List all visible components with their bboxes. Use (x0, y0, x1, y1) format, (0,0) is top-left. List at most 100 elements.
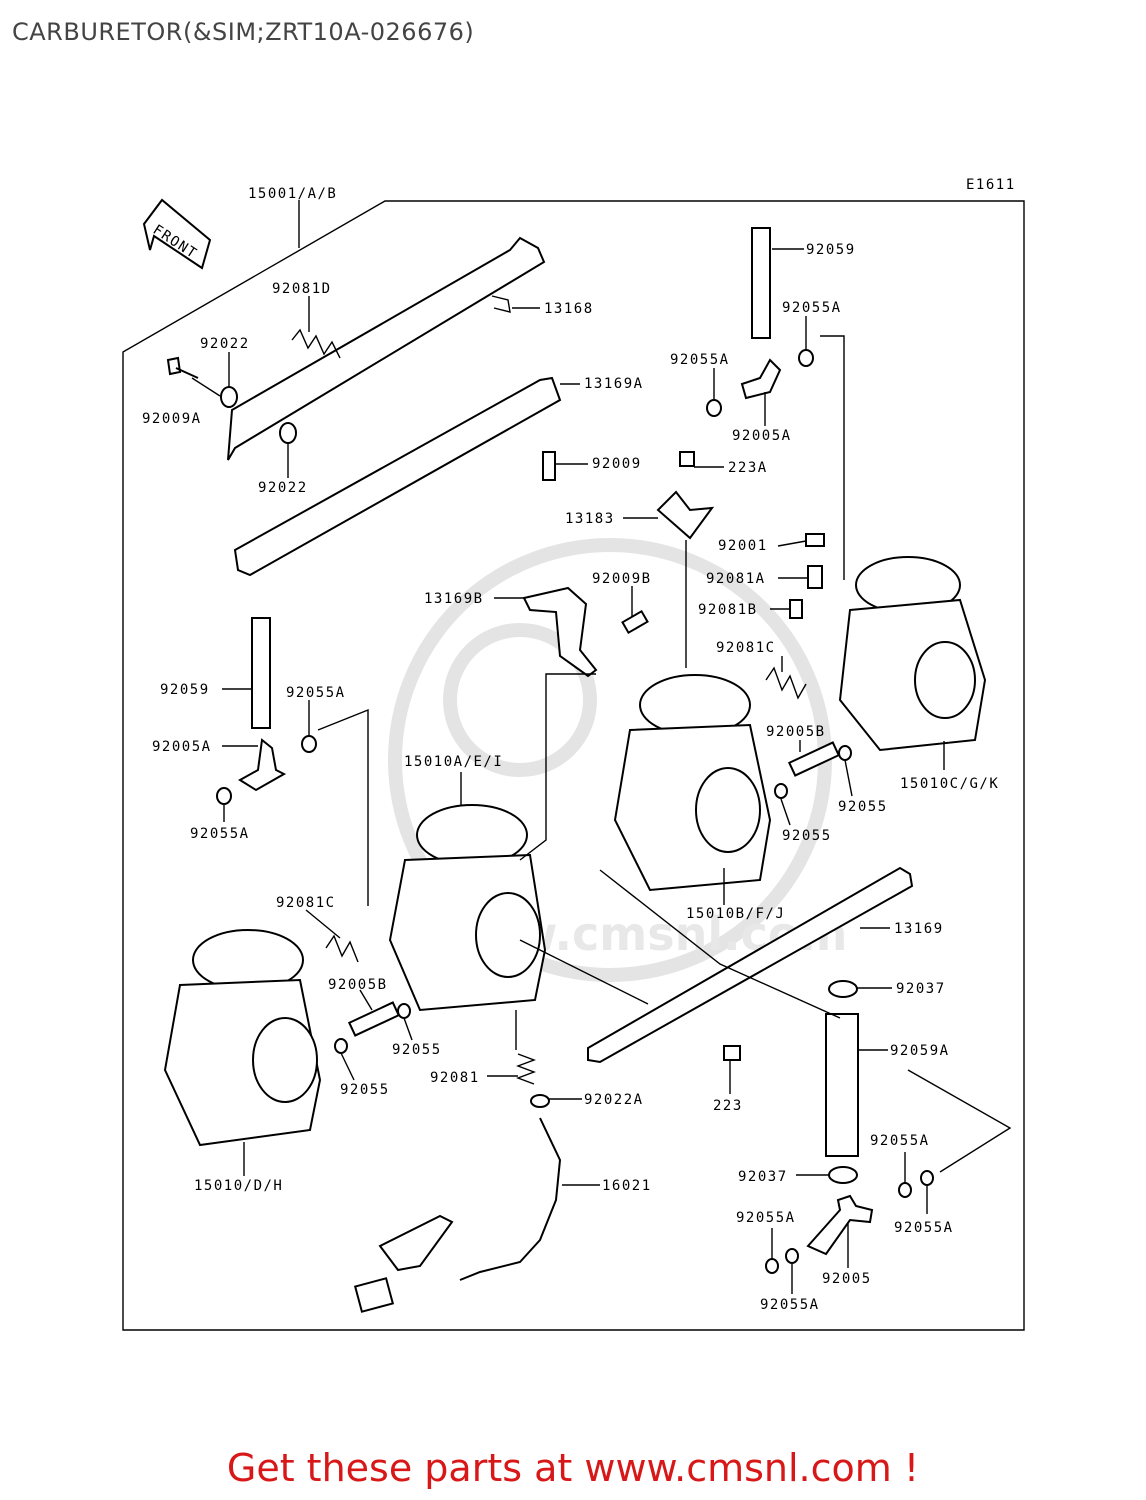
oring-92055A-bl (765, 1258, 779, 1274)
label-92081D: 92081D (272, 281, 332, 297)
carburetor-15010DH (163, 929, 322, 1147)
leader-lines (191, 200, 1012, 1294)
screw-92009 (542, 451, 556, 481)
washer-92022-top (220, 386, 238, 408)
screw-92009B (621, 609, 649, 635)
spring-92081A (807, 565, 823, 589)
oring-92055A-tm (706, 399, 722, 417)
label-92055A-tr: 92055A (782, 300, 842, 316)
spring-92081 (516, 1053, 536, 1085)
label-92055A-br1: 92055A (870, 1133, 930, 1149)
fitting-92005 (806, 1194, 874, 1256)
plate-13169A (233, 376, 562, 577)
spring-92081B (789, 599, 803, 619)
label-92022-top: 92022 (200, 336, 250, 352)
fitting-92005A-left (238, 738, 287, 792)
pipe-92005B-left (347, 1001, 401, 1037)
label-15010CGK: 15010C/G/K (900, 776, 999, 792)
label-92037-bottom: 92037 (738, 1169, 788, 1185)
label-92009B: 92009B (592, 571, 652, 587)
label-92055-l2: 92055 (340, 1082, 390, 1098)
label-92005A-top: 92005A (732, 428, 792, 444)
oring-92055A-left (301, 735, 317, 753)
carburetor-15010CGK (838, 556, 987, 752)
label-16021: 16021 (602, 1178, 652, 1194)
label-15010BFJ: 15010B/F/J (686, 906, 785, 922)
upper-bracket (227, 236, 546, 461)
label-92081A: 92081A (706, 571, 766, 587)
screw-223 (723, 1045, 741, 1061)
label-92055-r2: 92055 (782, 828, 832, 844)
screw-92009A (166, 356, 199, 379)
hose-92059-left (251, 617, 271, 729)
screw-92001 (805, 533, 825, 547)
oring-92055-r1 (838, 745, 852, 761)
label-92081C-left: 92081C (276, 895, 336, 911)
fitting-92005A-top (740, 358, 782, 400)
label-92059-left: 92059 (160, 682, 210, 698)
label-15001AB: 15001/A/B (248, 186, 337, 202)
label-92005B-right: 92005B (766, 724, 826, 740)
label-13169B: 13169B (424, 591, 484, 607)
clamp-92037-top (828, 980, 858, 998)
label-92081B: 92081B (698, 602, 758, 618)
label-13168: 13168 (544, 301, 594, 317)
label-92081: 92081 (430, 1070, 480, 1086)
oring-92055A-br2 (920, 1170, 934, 1186)
label-92055A-bb: 92055A (760, 1297, 820, 1313)
pipe-92005B-right (787, 741, 841, 777)
label-92081C-right: 92081C (716, 640, 776, 656)
label-92055A-bl: 92055A (736, 1210, 796, 1226)
label-13169: 13169 (894, 921, 944, 937)
washer-92022-bottom (279, 422, 297, 444)
label-92055A-left2: 92055A (190, 826, 250, 842)
oring-92055-l1 (397, 1003, 411, 1019)
label-92009A: 92009A (142, 411, 202, 427)
washer-92022A (530, 1094, 550, 1108)
oring-92055-l2 (334, 1038, 348, 1054)
page-title: CARBURETOR(&SIM;ZRT10A-026676) (12, 18, 475, 46)
footer-link[interactable]: Get these parts at www.cmsnl.com ! (226, 1446, 920, 1490)
label-92059A: 92059A (890, 1043, 950, 1059)
bracket-13169B (522, 586, 598, 678)
label-92059-top: 92059 (806, 242, 856, 258)
oring-92055A-br1 (898, 1182, 912, 1198)
oring-92055A-left2 (216, 787, 232, 805)
oring-92055A-bb (785, 1248, 799, 1264)
hose-92059A (825, 1013, 859, 1157)
label-13169A: 13169A (584, 376, 644, 392)
clip-13168 (491, 295, 511, 313)
label-92022A: 92022A (584, 1092, 644, 1108)
plate-13169 (587, 866, 914, 1064)
oring-92055-r2 (774, 783, 788, 799)
spring-92081C-left (325, 934, 359, 963)
label-92055A-br2: 92055A (894, 1220, 954, 1236)
spring-92081D (291, 328, 341, 359)
hose-92059-top (751, 227, 771, 339)
label-223: 223 (713, 1098, 743, 1114)
figure-code: E1611 (966, 177, 1016, 193)
cable-16021 (353, 1117, 562, 1313)
label-92037-top: 92037 (896, 981, 946, 997)
label-92055A-tm: 92055A (670, 352, 730, 368)
label-92005B-left: 92005B (328, 977, 388, 993)
label-92055-r1: 92055 (838, 799, 888, 815)
bracket-13183 (656, 490, 715, 540)
label-15010AEI: 15010A/E/I (404, 754, 503, 770)
oring-92055A-tr (798, 349, 814, 367)
carburetor-15010AEI (388, 804, 547, 1012)
label-13183: 13183 (565, 511, 615, 527)
label-223A: 223A (728, 460, 768, 476)
carburetor-15010BFJ (613, 674, 772, 892)
front-arrow-icon: FRONT (142, 198, 212, 270)
clamp-92037-bottom (828, 1166, 858, 1184)
label-92009: 92009 (592, 456, 642, 472)
spring-92081C-right (765, 666, 807, 700)
diagram-frame (122, 200, 1025, 1331)
screw-223A (679, 451, 695, 467)
part-labels: 15001/A/B 92081D 13168 92022 92009A 9202… (142, 186, 999, 1313)
label-92055-l1: 92055 (392, 1042, 442, 1058)
label-92001: 92001 (718, 538, 768, 554)
label-92005: 92005 (822, 1271, 872, 1287)
